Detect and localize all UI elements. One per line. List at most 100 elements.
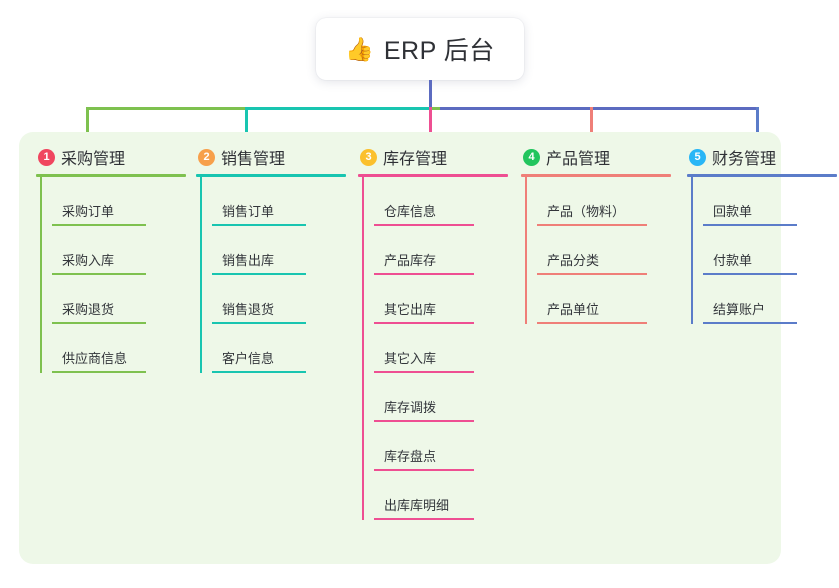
- branch-header[interactable]: 3 库存管理: [358, 145, 508, 169]
- item-label: 产品（物料）: [547, 204, 626, 219]
- item-underline: [537, 224, 647, 226]
- list-item[interactable]: 客户信息: [212, 324, 346, 373]
- branch-items: 采购订单 采购入库 采购退货 供应商信息: [36, 177, 186, 373]
- branch-underline: [687, 174, 837, 177]
- branch-underline: [196, 174, 346, 177]
- connector-horizontal-blue: [429, 107, 759, 110]
- item-underline: [52, 224, 146, 226]
- item-underline: [537, 273, 647, 275]
- branch-trunk: [200, 177, 202, 373]
- item-label: 客户信息: [222, 351, 275, 366]
- branch-column-inventory: 3 库存管理 仓库信息 产品库存 其它出库 其它入库 库存调拨: [358, 145, 508, 520]
- list-item[interactable]: 仓库信息: [374, 177, 508, 226]
- item-label: 其它出库: [384, 302, 437, 317]
- connector-stub-1: [86, 107, 89, 147]
- branch-badge: 3: [360, 148, 377, 166]
- list-item[interactable]: 采购入库: [52, 226, 186, 275]
- branch-header[interactable]: 5 财务管理: [687, 145, 837, 169]
- thumbs-up-icon: 👍: [345, 35, 374, 62]
- item-underline: [374, 420, 474, 422]
- list-item[interactable]: 其它入库: [374, 324, 508, 373]
- item-underline: [374, 273, 474, 275]
- branch-items: 回款单 付款单 结算账户: [687, 177, 837, 324]
- list-item[interactable]: 销售出库: [212, 226, 346, 275]
- root-node[interactable]: 👍 ERP 后台: [316, 18, 524, 80]
- item-underline: [52, 322, 146, 324]
- branch-title: 采购管理: [61, 151, 126, 168]
- list-item[interactable]: 产品库存: [374, 226, 508, 275]
- list-item[interactable]: 结算账户: [703, 275, 837, 324]
- item-underline: [212, 224, 306, 226]
- branch-column-sales: 2 销售管理 销售订单 销售出库 销售退货 客户信息: [196, 145, 346, 373]
- item-underline: [703, 273, 797, 275]
- item-label: 仓库信息: [384, 204, 437, 219]
- item-underline: [537, 322, 647, 324]
- item-underline: [52, 371, 146, 373]
- list-item[interactable]: 出库库明细: [374, 471, 508, 520]
- branch-badge: 1: [38, 148, 55, 166]
- list-item[interactable]: 库存盘点: [374, 422, 508, 471]
- item-label: 销售出库: [222, 253, 275, 268]
- item-label: 其它入库: [384, 351, 437, 366]
- item-underline: [703, 224, 797, 226]
- branch-header[interactable]: 2 销售管理: [196, 145, 346, 169]
- item-label: 产品单位: [547, 302, 600, 317]
- item-underline: [374, 322, 474, 324]
- item-underline: [374, 224, 474, 226]
- branch-title: 库存管理: [383, 151, 448, 168]
- item-underline: [52, 273, 146, 275]
- list-item[interactable]: 库存调拨: [374, 373, 508, 422]
- list-item[interactable]: 销售退货: [212, 275, 346, 324]
- item-label: 库存盘点: [384, 449, 437, 464]
- item-label: 销售订单: [222, 204, 275, 219]
- item-label: 付款单: [713, 253, 753, 268]
- content-panel: [19, 132, 781, 564]
- list-item[interactable]: 供应商信息: [52, 324, 186, 373]
- item-label: 采购订单: [62, 204, 115, 219]
- item-underline: [374, 469, 474, 471]
- branch-badge: 5: [689, 148, 706, 166]
- connector-horizontal-teal: [245, 107, 431, 110]
- connector-stub-3: [429, 107, 432, 147]
- branch-badge: 4: [523, 148, 540, 166]
- item-label: 库存调拨: [384, 400, 437, 415]
- item-underline: [374, 371, 474, 373]
- item-label: 产品分类: [547, 253, 600, 268]
- list-item[interactable]: 产品（物料）: [537, 177, 671, 226]
- branch-title: 财务管理: [712, 151, 777, 168]
- list-item[interactable]: 其它出库: [374, 275, 508, 324]
- list-item[interactable]: 回款单: [703, 177, 837, 226]
- list-item[interactable]: 采购订单: [52, 177, 186, 226]
- item-label: 产品库存: [384, 253, 437, 268]
- item-label: 销售退货: [222, 302, 275, 317]
- item-underline: [212, 371, 306, 373]
- item-label: 结算账户: [713, 302, 766, 317]
- branch-underline: [36, 174, 186, 177]
- branch-header[interactable]: 1 采购管理: [36, 145, 186, 169]
- branch-header[interactable]: 4 产品管理: [521, 145, 671, 169]
- branch-title: 销售管理: [221, 151, 286, 168]
- item-underline: [374, 518, 474, 520]
- list-item[interactable]: 付款单: [703, 226, 837, 275]
- item-label: 采购退货: [62, 302, 115, 317]
- branch-title: 产品管理: [546, 151, 611, 168]
- branch-trunk: [362, 177, 364, 520]
- list-item[interactable]: 产品单位: [537, 275, 671, 324]
- branch-trunk: [40, 177, 42, 373]
- list-item[interactable]: 产品分类: [537, 226, 671, 275]
- item-label: 供应商信息: [62, 351, 128, 366]
- branch-column-product: 4 产品管理 产品（物料） 产品分类 产品单位: [521, 145, 671, 324]
- branch-items: 仓库信息 产品库存 其它出库 其它入库 库存调拨 库存盘点: [358, 177, 508, 520]
- branch-underline: [358, 174, 508, 177]
- list-item[interactable]: 销售订单: [212, 177, 346, 226]
- connector-stub-4: [590, 107, 593, 147]
- list-item[interactable]: 采购退货: [52, 275, 186, 324]
- root-title: ERP 后台: [383, 37, 495, 65]
- branch-underline: [521, 174, 671, 177]
- item-label: 采购入库: [62, 253, 115, 268]
- branch-items: 销售订单 销售出库 销售退货 客户信息: [196, 177, 346, 373]
- connector-stub-5: [756, 107, 759, 147]
- branch-badge: 2: [198, 148, 215, 166]
- item-underline: [212, 322, 306, 324]
